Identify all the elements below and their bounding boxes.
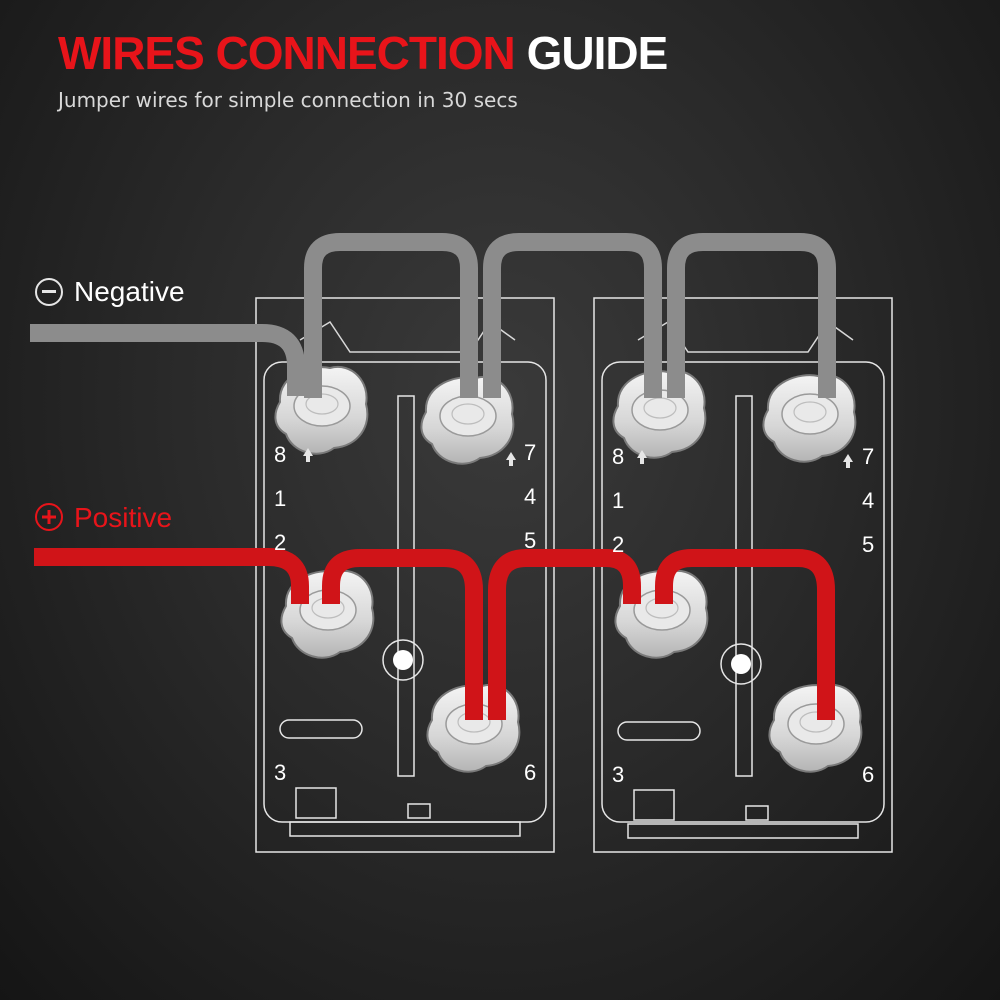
switch-1-pin-3: 3	[274, 760, 286, 785]
positive-jumper-3	[655, 549, 835, 720]
switch-2-terminal-7	[762, 373, 857, 463]
positive-jumper-2	[488, 549, 641, 720]
switch-1-tab-small	[407, 803, 431, 819]
negative-label: Negative	[74, 276, 185, 307]
switch-1-pin-7: 7	[524, 440, 536, 465]
switch-2-terminal-6	[768, 683, 863, 773]
page-title: WIRES CONNECTION GUIDE	[58, 27, 669, 79]
title-white-part: GUIDE	[526, 27, 669, 79]
switch-2-divider	[735, 395, 753, 777]
switch-1-pin-8: 8	[274, 442, 286, 467]
negative-jumper-3	[667, 233, 836, 398]
switch-1-frame	[255, 297, 555, 853]
switch-1-pin-5: 5	[524, 528, 536, 553]
switch-2-base	[627, 823, 859, 839]
plus-circle-icon	[35, 503, 63, 531]
switch-2-tab-small	[745, 805, 769, 821]
switch-2-led-ring	[720, 643, 762, 685]
switch-2-tab	[633, 789, 675, 821]
pin-arrows	[303, 448, 853, 468]
title-red-part: WIRES CONNECTION	[58, 27, 516, 79]
subtitle: Jumper wires for simple connection in 30…	[58, 88, 518, 112]
positive-wires	[34, 548, 835, 720]
switch-1-pin-4: 4	[524, 484, 536, 509]
negative-wires	[30, 233, 836, 398]
negative-feed-wire	[30, 324, 305, 396]
switch-1-pin-2: 2	[274, 530, 286, 555]
negative-legend: Negative	[35, 276, 185, 307]
positive-feed-wire	[34, 548, 309, 604]
positive-jumper-1	[322, 549, 483, 720]
switch-1-base	[289, 821, 521, 837]
positive-legend: Positive	[35, 502, 172, 533]
switch-2-slot	[617, 721, 701, 741]
switch-1-pin-labels: 8 1 2 3 7 4 5 6	[274, 440, 536, 785]
switch-1-led	[393, 650, 413, 670]
switch-2-pin-7: 7	[862, 444, 874, 469]
switch-2	[593, 297, 893, 853]
switch-1-clips	[299, 320, 516, 353]
minus-icon	[42, 290, 56, 293]
switch-1-pin-6: 6	[524, 760, 536, 785]
negative-jumper-2	[483, 233, 662, 398]
negative-jumper-1	[304, 233, 478, 398]
switch-1-pin-1: 1	[274, 486, 286, 511]
minus-circle-icon	[35, 278, 63, 306]
switch-2-pin-8: 8	[612, 444, 624, 469]
switch-2-pin-5: 5	[862, 532, 874, 557]
switch-1-tab	[295, 787, 337, 819]
plus-icon-v	[47, 510, 51, 524]
switch-2-pin-3: 3	[612, 762, 624, 787]
switch-1-slot	[279, 719, 363, 739]
switch-1-led-ring	[382, 639, 424, 681]
switch-2-pin-6: 6	[862, 762, 874, 787]
switch-2-pin-4: 4	[862, 488, 874, 513]
switch-2-led	[731, 654, 751, 674]
switch-2-pin-1: 1	[612, 488, 624, 513]
switch-2-pin-2: 2	[612, 532, 624, 557]
switch-2-housing	[601, 361, 885, 823]
switch-1-divider	[397, 395, 415, 777]
switch-2-pin-labels: 8 1 2 3 7 4 5 6	[612, 444, 874, 787]
switch-2-frame	[593, 297, 893, 853]
positive-label: Positive	[74, 502, 172, 533]
